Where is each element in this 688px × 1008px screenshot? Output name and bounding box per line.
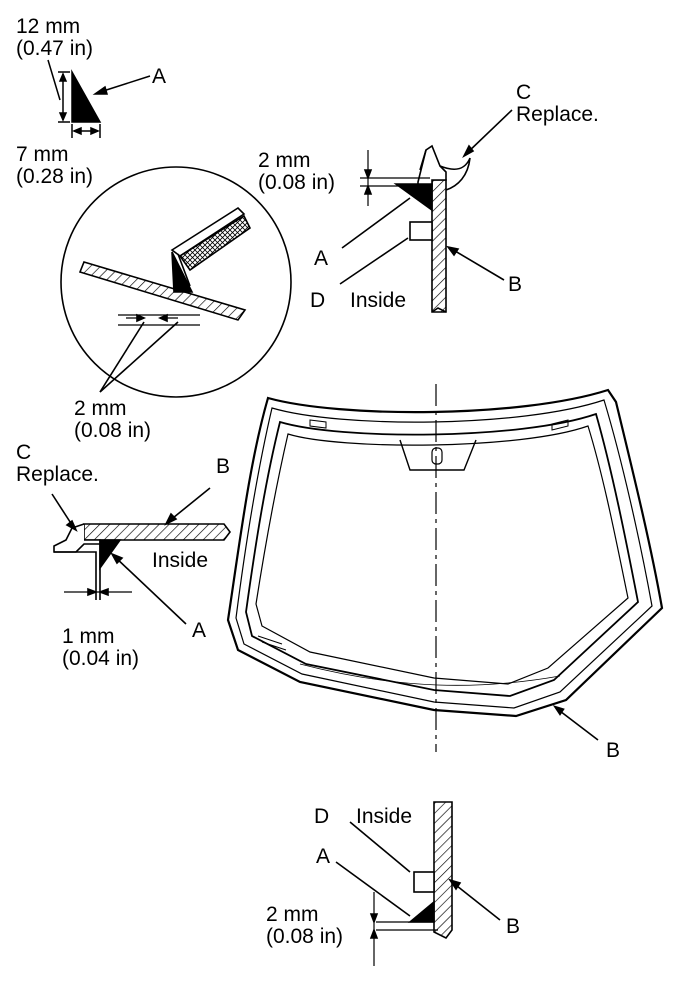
bottom-b-label: B (506, 915, 521, 938)
top-b-label: B (508, 273, 523, 296)
windshield-outline (226, 384, 664, 752)
bead-width-label: 7 mm(0.28 in) (16, 143, 94, 188)
top-section-detail (339, 109, 513, 313)
bottom-inside-label: Inside (356, 805, 413, 828)
side-section-detail (51, 487, 231, 625)
side-b-label: B (216, 455, 231, 478)
top-inside-label: Inside (350, 289, 407, 312)
circle-gap-label: 2 mm(0.08 in) (74, 397, 152, 442)
windshield-b-label: B (606, 739, 621, 762)
top-d-label: D (310, 289, 326, 312)
top-a-label: A (314, 247, 329, 270)
bottom-section-detail (335, 801, 501, 966)
top-gap-label: 2 mm(0.08 in) (258, 149, 336, 194)
side-gap-label: 1 mm(0.04 in) (62, 625, 140, 670)
bead-height-label: 12 mm(0.47 in) (16, 15, 94, 60)
side-inside-label: Inside (152, 549, 209, 572)
side-a-label: A (192, 619, 207, 642)
bottom-gap-label: 2 mm(0.08 in) (266, 903, 344, 948)
bead-profile-a-label: A (152, 65, 167, 88)
bead-profile-detail (47, 59, 151, 138)
magnified-detail-circle (60, 166, 292, 398)
bottom-a-label: A (316, 845, 331, 868)
bottom-d-label: D (314, 805, 330, 828)
